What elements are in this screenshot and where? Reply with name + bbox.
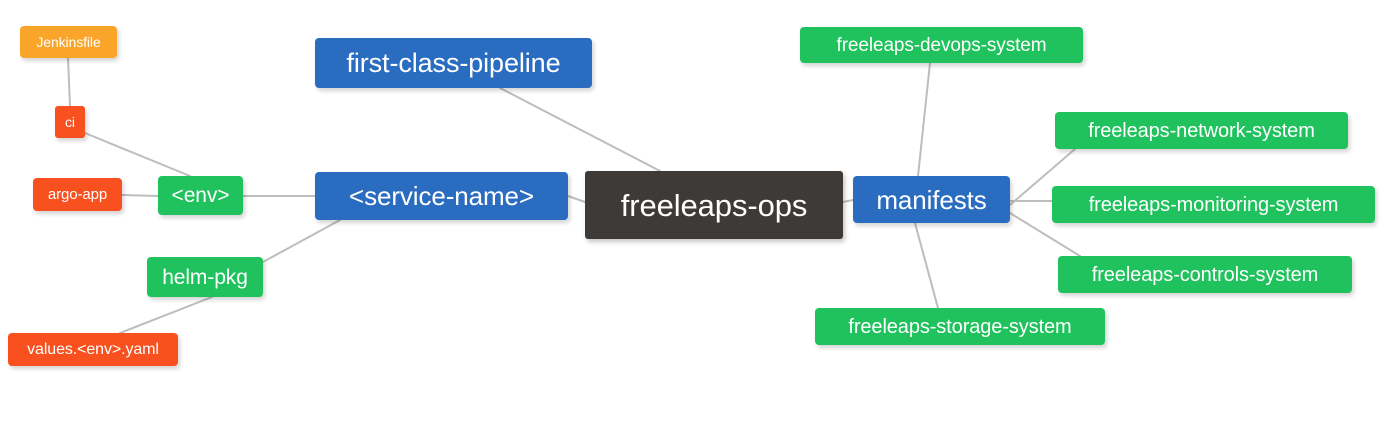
node-label: helm-pkg (162, 265, 248, 289)
node-helm-pkg[interactable]: helm-pkg (147, 257, 263, 297)
node-env[interactable]: <env> (158, 176, 243, 215)
node-label: freeleaps-controls-system (1091, 263, 1319, 286)
node-argo-app[interactable]: argo-app (33, 178, 122, 211)
node-label: argo-app (47, 186, 108, 203)
edge-freeleaps-devops-system-to-manifests (917, 62, 931, 177)
node-freeleaps-ops[interactable]: freeleaps-ops (585, 171, 843, 239)
node-freeleaps-storage-system[interactable]: freeleaps-storage-system (815, 308, 1105, 345)
edge-helm-pkg-to-service-name (262, 219, 341, 263)
node-freeleaps-controls-system[interactable]: freeleaps-controls-system (1058, 256, 1352, 293)
edge-first-class-pipeline-to-freeleaps-ops (499, 87, 661, 172)
edge-ci-to-env (84, 132, 191, 177)
edge-values-env-yaml-to-helm-pkg (119, 296, 213, 334)
node-freeleaps-monitoring-system[interactable]: freeleaps-monitoring-system (1052, 186, 1375, 223)
node-manifests[interactable]: manifests (853, 176, 1010, 223)
node-jenkinsfile[interactable]: Jenkinsfile (20, 26, 117, 58)
node-freeleaps-network-system[interactable]: freeleaps-network-system (1055, 112, 1348, 149)
node-service-name[interactable]: <service-name> (315, 172, 568, 220)
node-ci[interactable]: ci (55, 106, 85, 138)
node-label: freeleaps-network-system (1088, 119, 1315, 142)
node-label: freeleaps-monitoring-system (1088, 193, 1339, 216)
node-label: freeleaps-ops (620, 187, 808, 223)
node-label: <env> (171, 184, 230, 207)
edge-freeleaps-storage-system-to-manifests (914, 222, 939, 309)
node-label: freeleaps-storage-system (848, 315, 1072, 338)
node-freeleaps-devops-system[interactable]: freeleaps-devops-system (800, 27, 1083, 63)
node-label: manifests (876, 184, 987, 215)
edge-jenkinsfile-to-ci (67, 57, 71, 107)
edge-freeleaps-ops-to-manifests (842, 199, 854, 203)
node-label: <service-name> (348, 181, 535, 211)
edge-argo-app-to-env (121, 194, 159, 197)
node-label: ci (65, 114, 75, 130)
node-values-env-yaml[interactable]: values.<env>.yaml (8, 333, 178, 366)
node-label: values.<env>.yaml (27, 340, 159, 358)
edge-service-name-to-freeleaps-ops (567, 195, 586, 203)
node-label: freeleaps-devops-system (836, 34, 1047, 56)
node-label: first-class-pipeline (346, 47, 561, 78)
node-label: Jenkinsfile (36, 34, 101, 50)
node-first-class-pipeline[interactable]: first-class-pipeline (315, 38, 592, 88)
